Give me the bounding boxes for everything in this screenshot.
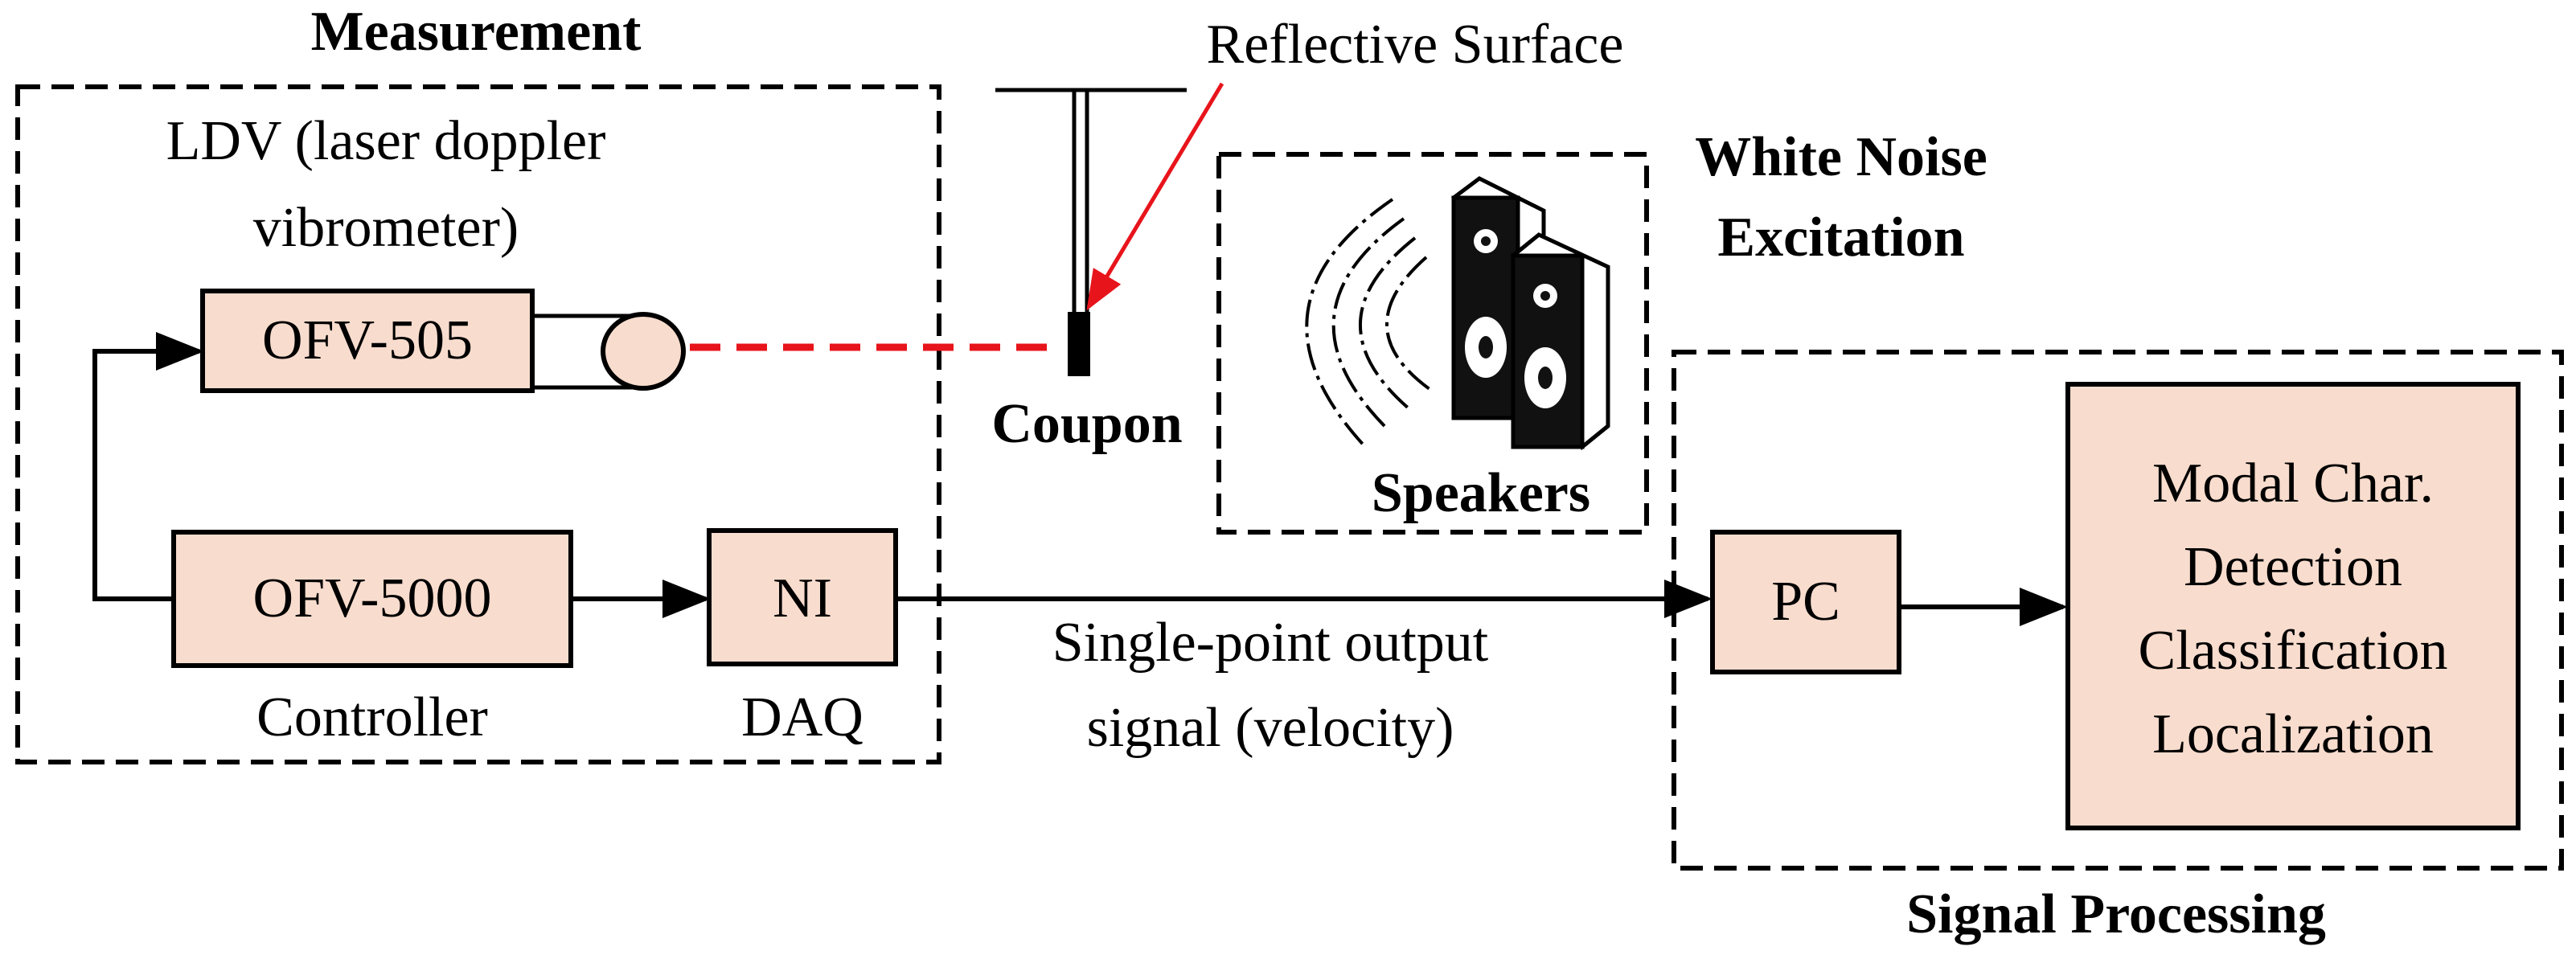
signal-label-line2: signal (velocity) [1087,697,1454,759]
coupon-label: Coupon [991,393,1182,455]
ofv5000-label: OFV-5000 [253,568,492,629]
analysis-line-modal-char: Modal Char. [2152,453,2434,514]
ofv505-label: OFV-505 [262,309,473,371]
analysis-line-classification: Classification [2139,620,2448,682]
signal-processing-title: Signal Processing [1906,883,2326,945]
analysis-line-detection: Detection [2184,536,2402,598]
reflective-surface-pointer [1086,82,1224,311]
controller-label: Controller [256,686,488,748]
pc-label: PC [1771,571,1840,633]
ldv-label-line2: vibrometer) [253,197,519,259]
reflective-surface-label: Reflective Surface [1207,14,1624,76]
sound-waves-icon [1305,198,1431,450]
ldv-label-line1: LDV (laser doppler [166,110,606,172]
ni-box [707,528,898,666]
controller-to-head-connector [92,332,204,601]
pc-box [1710,530,1901,674]
signal-label-line1: Single-point output [1052,612,1489,674]
speaker-icon [1451,176,1610,451]
excitation-title-line2: Excitation [1717,207,1964,268]
daq-label: DAQ [741,686,863,748]
analysis-line-localization: Localization [2152,703,2434,765]
coupon-fixture [995,88,1187,376]
ni-label: NI [773,568,832,629]
excitation-group-box [1216,152,1649,535]
measurement-title: Measurement [311,1,642,63]
laser-head-icon [532,312,686,391]
measurement-group-box [15,84,941,764]
excitation-title-line1: White Noise [1695,126,1987,188]
reflective-surface-patch [1068,312,1090,376]
analysis-box [2065,382,2521,830]
speakers-label: Speakers [1372,462,1590,524]
ofv505-box [200,289,535,393]
